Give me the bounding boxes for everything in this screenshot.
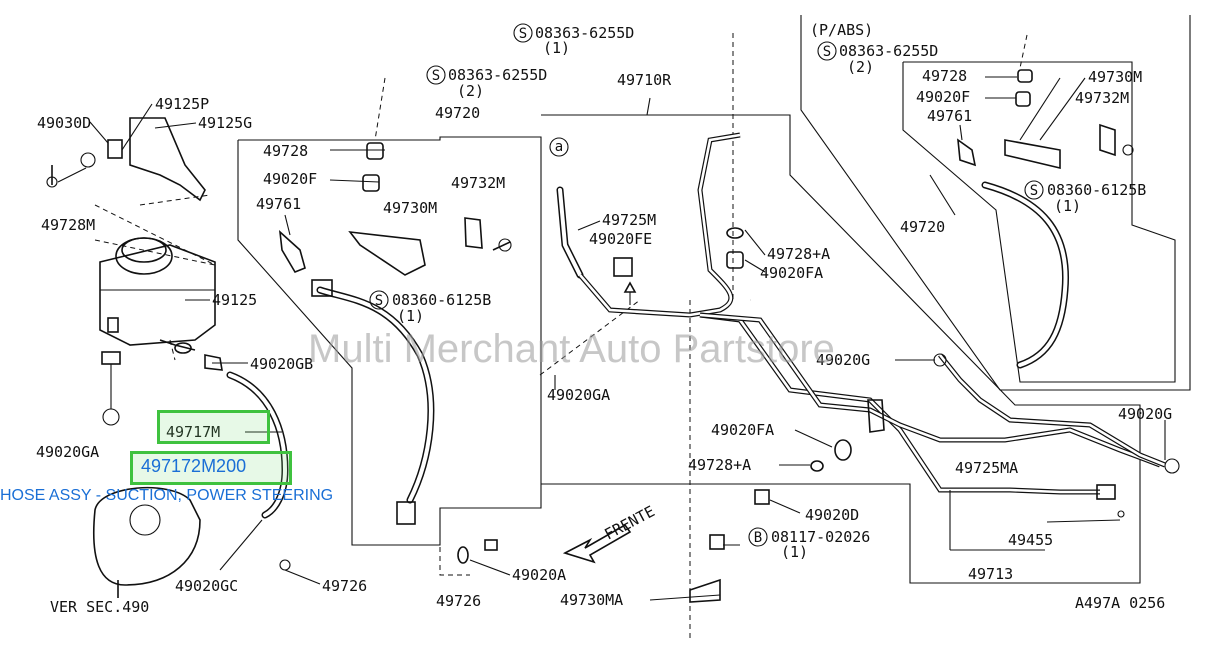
label-bolt-abs-2-qty: (1): [1054, 197, 1081, 215]
label-49020GB: 49020GB: [250, 355, 313, 373]
label-bolt-top-center-qty: (1): [543, 39, 570, 57]
highlight-box-part-number[interactable]: [130, 451, 292, 485]
label-49732M-abs: 49732M: [1075, 89, 1129, 107]
label-49720-left: 49720: [435, 104, 480, 122]
label-49726-mid: 49726: [436, 592, 481, 610]
frente-arrow: [562, 523, 632, 564]
label-bolt-left-group-qty: (2): [457, 82, 484, 100]
label-bolt-abs: 08363-6255D: [839, 42, 938, 60]
bottom-washers: [457, 539, 498, 564]
marker-s-3: S: [823, 44, 831, 60]
label-49717M: 49717M: [166, 423, 220, 441]
label-49125: 49125: [212, 291, 257, 309]
label-ref-code: A497A 0256: [1075, 594, 1165, 612]
label-49020GA-mid: 49020GA: [547, 386, 610, 404]
pump: [92, 486, 201, 598]
label-49725MA: 49725MA: [955, 459, 1018, 477]
label-49020GA-left: 49020GA: [36, 443, 99, 461]
label-49020G-right: 49020G: [1118, 405, 1172, 423]
label-bolt-top-center: 08363-6255D: [535, 24, 634, 42]
highlight-box-49717M[interactable]: [157, 410, 270, 444]
label-bolt-49730-qty: (1): [397, 307, 424, 325]
marker-s-1: S: [519, 26, 527, 42]
label-bolt-b-qty: (1): [781, 543, 808, 561]
label-49728A-top: 49728+A: [767, 245, 830, 263]
pressure-pipe-49713: [689, 312, 1161, 603]
reservoir-49125: [99, 237, 216, 354]
label-49713: 49713: [968, 565, 1013, 583]
label-49125P: 49125P: [155, 95, 209, 113]
center-group-parts: [549, 132, 744, 318]
label-49732M-left: 49732M: [451, 174, 505, 192]
label-bolt-49730: 08360-6125B: [392, 291, 491, 309]
label-49730M-abs: 49730M: [1088, 68, 1142, 86]
label-49020A: 49020A: [512, 566, 566, 584]
label-49728M: 49728M: [41, 216, 95, 234]
label-49710R: 49710R: [617, 71, 672, 89]
assembly-guides: [94, 33, 1028, 640]
label-abs-group: (P/ABS): [810, 21, 873, 39]
label-49725M: 49725M: [602, 211, 656, 229]
marker-s-5: S: [1030, 183, 1038, 199]
marker-s-2: S: [432, 68, 440, 84]
watermark: Multi Merchant Auto Partstore: [308, 327, 835, 371]
bracket-49125G: [46, 117, 206, 202]
label-49020GC: 49020GC: [175, 577, 238, 595]
leader-lines: [57, 76, 1166, 601]
label-49728A-mid: 49728+A: [688, 456, 751, 474]
label-49020FE: 49020FE: [589, 230, 652, 248]
label-49020D: 49020D: [805, 506, 859, 524]
label-49455: 49455: [1008, 531, 1053, 549]
abs-group-parts: [933, 69, 1180, 474]
label-bolt-abs-2: 08360-6125B: [1047, 181, 1146, 199]
marker-a: a: [555, 139, 563, 155]
label-49720-right: 49720: [900, 218, 945, 236]
label-49020F-abs: 49020F: [916, 88, 970, 106]
label-49730M-left: 49730M: [383, 199, 437, 217]
marker-s-4: S: [375, 293, 383, 309]
label-bolt-b: 08117-02026: [771, 528, 870, 546]
label-49726-left: 49726: [322, 577, 367, 595]
label-49020G-mid: 49020G: [816, 351, 870, 369]
highlight-description: HOSE ASSY - SUCTION, POWER STEERING: [0, 487, 334, 504]
label-49020FA-top: 49020FA: [760, 264, 823, 282]
label-49728-left: 49728: [263, 142, 308, 160]
part-labels: 08363-6255D (1) 08363-6255D (2) (P/ABS) …: [36, 21, 1172, 616]
label-49730MA: 49730MA: [560, 591, 623, 609]
markers: S S S S S B a: [369, 23, 1044, 547]
label-49020FA-mid: 49020FA: [711, 421, 774, 439]
group-frames: [237, 15, 1191, 584]
highlight-part-number[interactable]: 497172M200: [141, 456, 247, 476]
label-bolt-left-group: 08363-6255D: [448, 66, 547, 84]
label-49728-abs: 49728: [922, 67, 967, 85]
label-49020F-left: 49020F: [263, 170, 317, 188]
label-49125G: 49125G: [198, 114, 252, 132]
pressure-hose-left: [311, 279, 435, 525]
marker-b: B: [754, 530, 762, 546]
label-ver-sec: VER SEC.490: [50, 598, 149, 616]
label-49761-abs: 49761: [927, 107, 972, 125]
label-bolt-abs-qty: (2): [847, 58, 874, 76]
label-frente: FRENTE: [601, 502, 657, 543]
label-49030D: 49030D: [37, 114, 91, 132]
clamp-49020GA-left: [101, 351, 121, 426]
label-49761-left: 49761: [256, 195, 301, 213]
left-group-parts: [278, 142, 512, 276]
